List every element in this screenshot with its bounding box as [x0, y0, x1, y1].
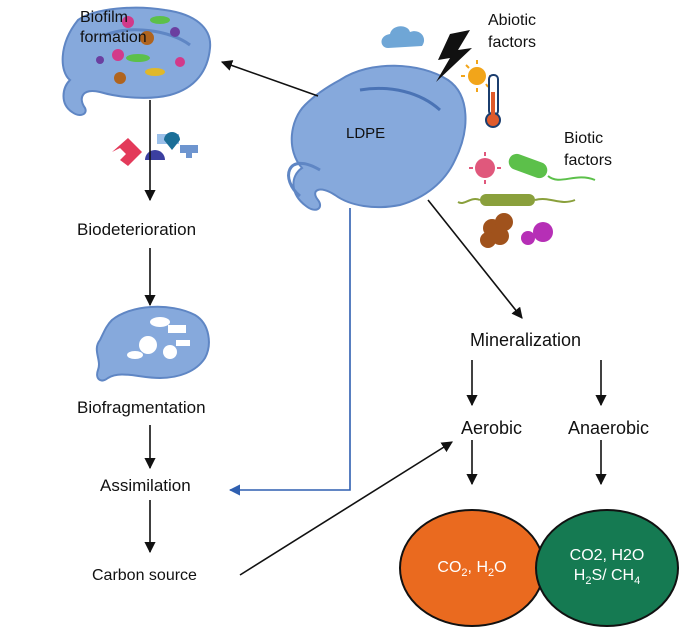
biotic-icons [457, 152, 596, 248]
arrow-ldpe-to-mineralization [427, 199, 523, 319]
anaerobic-products-circle [535, 509, 679, 627]
flow-arrows [144, 60, 607, 576]
mineralization-label: Mineralization [470, 330, 582, 350]
aerobic-products-text: CO2, H2O [437, 559, 507, 580]
arrow-carbon-to-aerobic [239, 441, 453, 576]
abiotic-icons [381, 26, 501, 128]
anaerobic-products-text: CO2, H2O H2S/ CH4 [569, 547, 645, 588]
biodeterioration-label: Biodeterioration [77, 220, 197, 239]
biofilm-formation-label: Biofilm formation [80, 9, 147, 46]
aerobic-label: Aerobic [461, 418, 523, 438]
biofilm-bag-illustration [61, 6, 212, 116]
enzyme-icons [112, 132, 198, 166]
ldpe-bag-illustration [287, 64, 467, 211]
anaerobic-label: Anaerobic [568, 418, 650, 438]
arrow-ldpe-to-biofilm [220, 60, 319, 97]
biotic-factors-label: Biotic factors [564, 130, 613, 169]
biofragmentation-label: Biofragmentation [77, 398, 206, 417]
abiotic-factors-label: Abiotic factors [488, 12, 537, 51]
ldpe-label: LDPE [346, 125, 386, 142]
arrow-ldpe-to-assimilation [228, 208, 351, 496]
assimilation-label: Assimilation [100, 476, 191, 495]
carbon-source-label: Carbon source [92, 567, 197, 584]
biofragmentation-bag-illustration [95, 305, 210, 382]
